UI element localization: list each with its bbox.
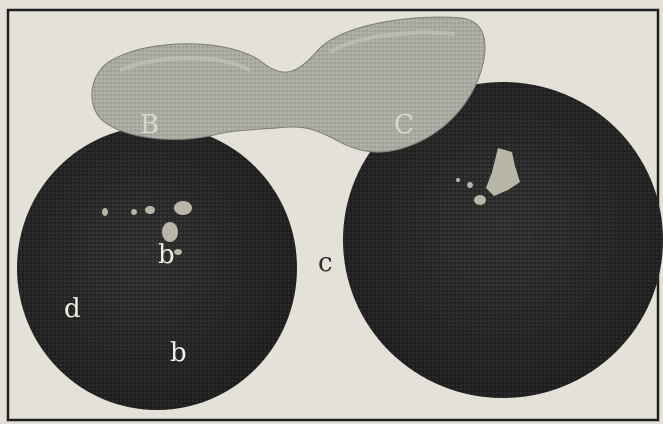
left-sphere	[17, 126, 297, 410]
budding-body	[92, 17, 485, 152]
